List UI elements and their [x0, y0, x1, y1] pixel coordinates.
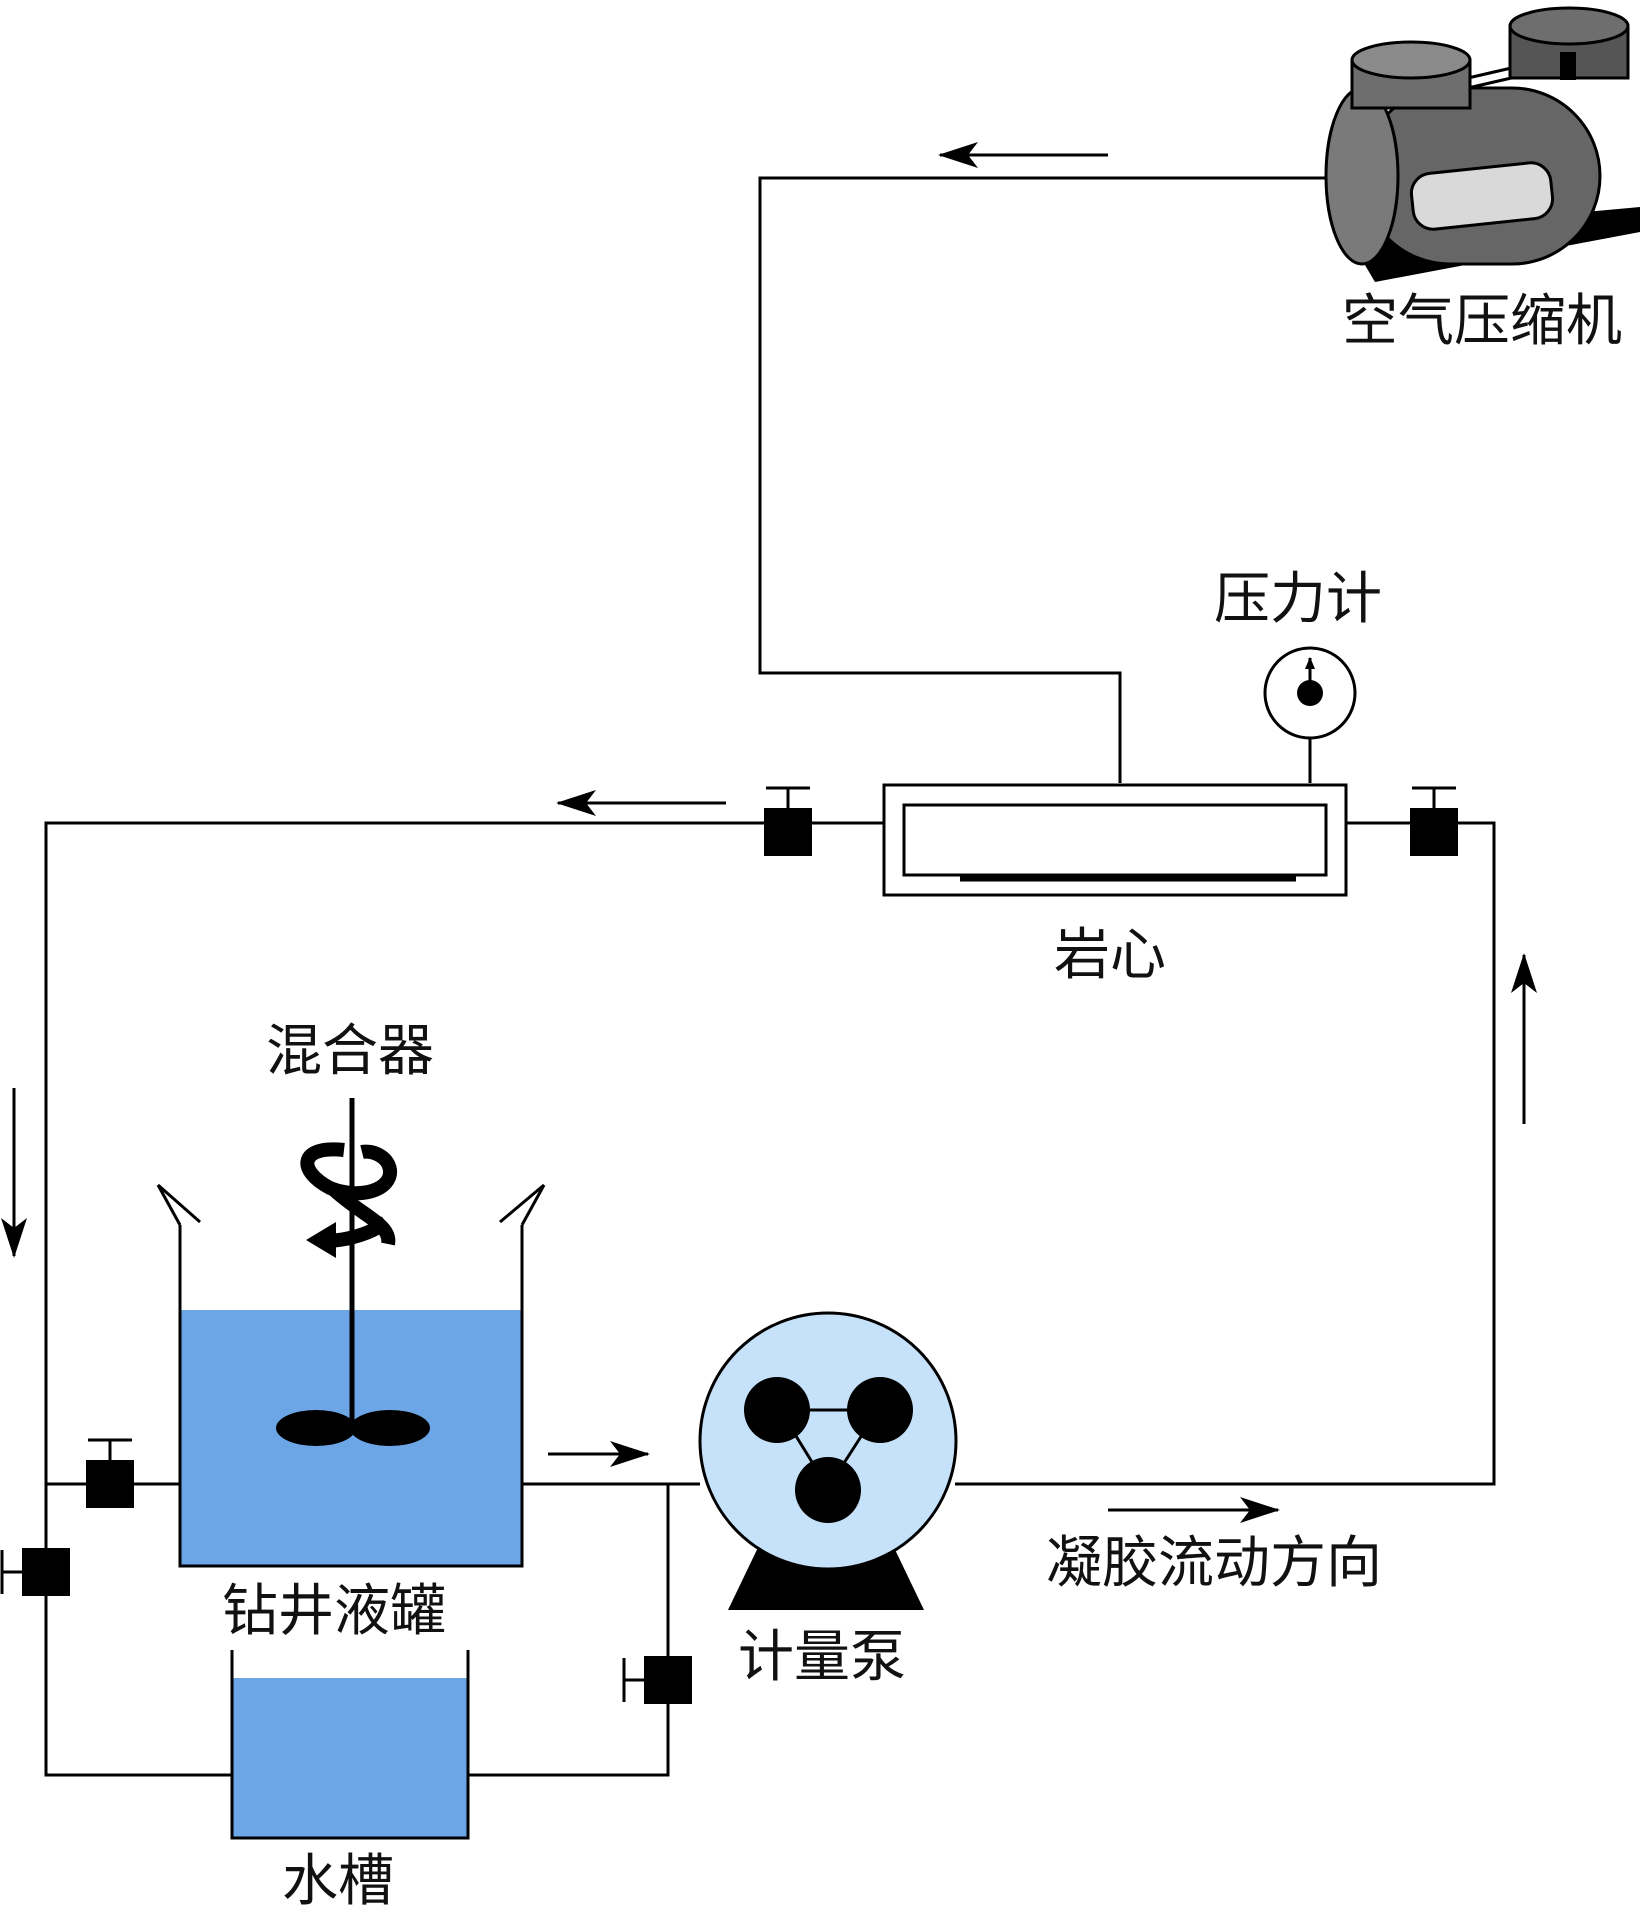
label-pump: 计量泵	[738, 1625, 906, 1690]
valve-bypass[interactable]	[622, 1656, 692, 1704]
pressure-gauge-icon	[1263, 646, 1357, 740]
return-pipe	[44, 821, 884, 1777]
valve-core-outlet[interactable]	[764, 786, 812, 856]
label-pressure-gauge: 压力计	[1214, 567, 1382, 632]
valve-core-inlet[interactable]	[1410, 786, 1458, 856]
valve-tank-inlet[interactable]	[86, 1438, 134, 1508]
label-mixer: 混合器	[266, 1019, 434, 1084]
label-compressor: 空气压缩机	[1342, 289, 1622, 354]
compressor-icon	[1324, 6, 1640, 282]
core-holder	[882, 783, 1348, 897]
pump-to-core-pipe	[955, 821, 1496, 1486]
label-flow-direction: 凝胶流动方向	[1046, 1531, 1382, 1596]
water-tank	[230, 1650, 470, 1840]
air-pipe	[758, 176, 1330, 783]
valve-left-line[interactable]	[0, 1548, 70, 1596]
water-bypass-pipe	[468, 1484, 670, 1777]
pump-icon	[698, 1311, 958, 1610]
label-core: 岩心	[1054, 923, 1166, 988]
label-water-tank: 水槽	[282, 1849, 394, 1912]
valve-icon[interactable]	[0, 786, 1458, 1704]
mixer-rotation-icon	[276, 1098, 430, 1446]
label-mud-tank: 钻井液罐	[222, 1579, 446, 1644]
